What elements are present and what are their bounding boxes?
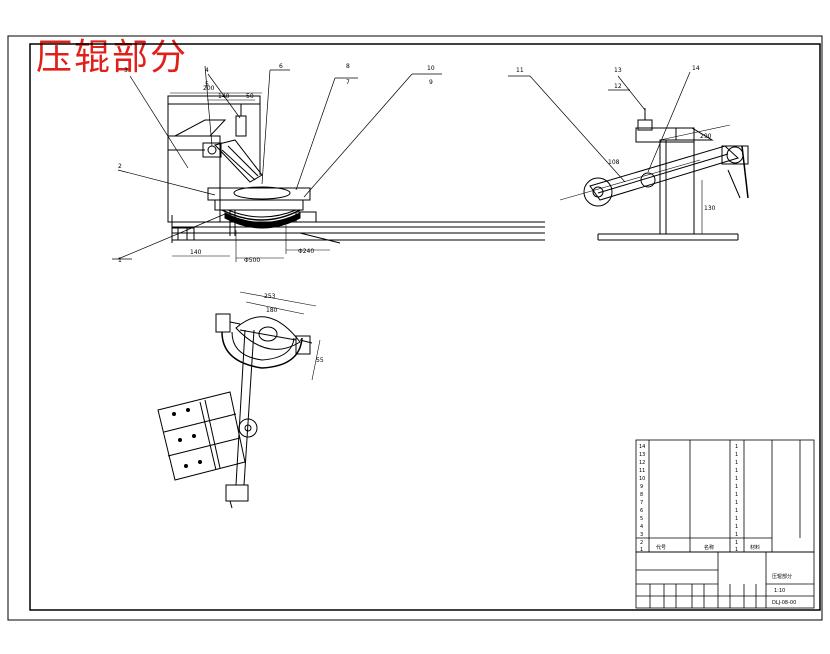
bom-seq-8: 8 — [640, 492, 643, 498]
bom-seq-2: 2 — [640, 540, 643, 546]
bom-qty-11: 1 — [735, 468, 738, 474]
bom-qty-9: 1 — [735, 484, 738, 490]
dim-dia-right: Φ240 — [298, 248, 314, 255]
dim-top-inner: 140 — [218, 93, 230, 100]
side-view — [508, 71, 749, 241]
bom-qty-3: 1 — [735, 532, 738, 538]
bom-qty-5: 1 — [735, 516, 738, 522]
title-block — [635, 551, 815, 609]
title-block-scale: 1:10 — [774, 588, 785, 594]
inner-border — [29, 43, 821, 611]
callout-11: 11 — [516, 67, 524, 74]
callout-4: 4 — [205, 67, 209, 74]
dim-bottom-top: 253 — [264, 293, 276, 300]
callout-2: 2 — [118, 163, 122, 170]
title-block-name: 压辊部分 — [772, 573, 792, 580]
bom-seq-3: 3 — [640, 532, 643, 538]
callout-1: 1 — [118, 257, 122, 264]
bottom-view — [157, 291, 321, 509]
bom-qty-7: 1 — [735, 500, 738, 506]
callout-5: 5 — [205, 81, 209, 88]
bom-header-code: 代号 — [656, 544, 666, 551]
bom-qty-13: 1 — [735, 452, 738, 458]
bom-qty-10: 1 — [735, 476, 738, 482]
callout-10: 10 — [427, 65, 435, 72]
bom-seq-7: 7 — [640, 500, 643, 506]
dim-top-width: 200 — [203, 85, 215, 92]
bom-seq-14: 14 — [639, 444, 645, 450]
bom-header-material: 材料 — [750, 544, 760, 551]
bom-seq-4: 4 — [640, 524, 643, 530]
dim-bottom-mid: 180 — [266, 307, 278, 314]
front-view — [112, 65, 545, 262]
outer-border — [7, 35, 823, 621]
bom-qty-4: 1 — [735, 524, 738, 530]
callout-9: 9 — [429, 79, 433, 86]
callout-12: 12 — [614, 83, 622, 90]
bom-seq-13: 13 — [639, 452, 645, 458]
callout-7: 7 — [346, 79, 350, 86]
dim-bottom-side: 55 — [316, 357, 324, 364]
bom-qty-2: 1 — [735, 540, 738, 546]
bom-seq-10: 10 — [639, 476, 645, 482]
callout-6: 6 — [279, 63, 283, 70]
dim-right-angle: 108 — [608, 159, 620, 166]
dim-top-small: 50 — [246, 93, 254, 100]
bom-seq-5: 5 — [640, 516, 643, 522]
bom-qty-14: 1 — [735, 444, 738, 450]
bom-qty-12: 1 — [735, 460, 738, 466]
dim-base-left: 140 — [190, 249, 202, 256]
callout-13: 13 — [614, 67, 622, 74]
bom-seq-11: 11 — [639, 468, 645, 474]
dim-dia-bottom: Φ500 — [244, 257, 260, 264]
callout-3: 3 — [124, 67, 128, 74]
bom-qty-1: 1 — [735, 547, 738, 553]
bom-seq-9: 9 — [640, 484, 643, 490]
title-block-drawing-no: DLJ-08-00 — [772, 600, 796, 606]
callout-14: 14 — [692, 65, 700, 72]
bom-seq-12: 12 — [639, 460, 645, 466]
bom-qty-8: 1 — [735, 492, 738, 498]
bom-seq-6: 6 — [640, 508, 643, 514]
bom-header-name: 名称 — [704, 544, 714, 551]
dim-right-height: 130 — [704, 205, 716, 212]
bom-table — [635, 439, 815, 553]
bom-qty-6: 1 — [735, 508, 738, 514]
bom-seq-1: 1 — [640, 547, 643, 553]
callout-8: 8 — [346, 63, 350, 70]
dim-right-length: 290 — [700, 133, 712, 140]
